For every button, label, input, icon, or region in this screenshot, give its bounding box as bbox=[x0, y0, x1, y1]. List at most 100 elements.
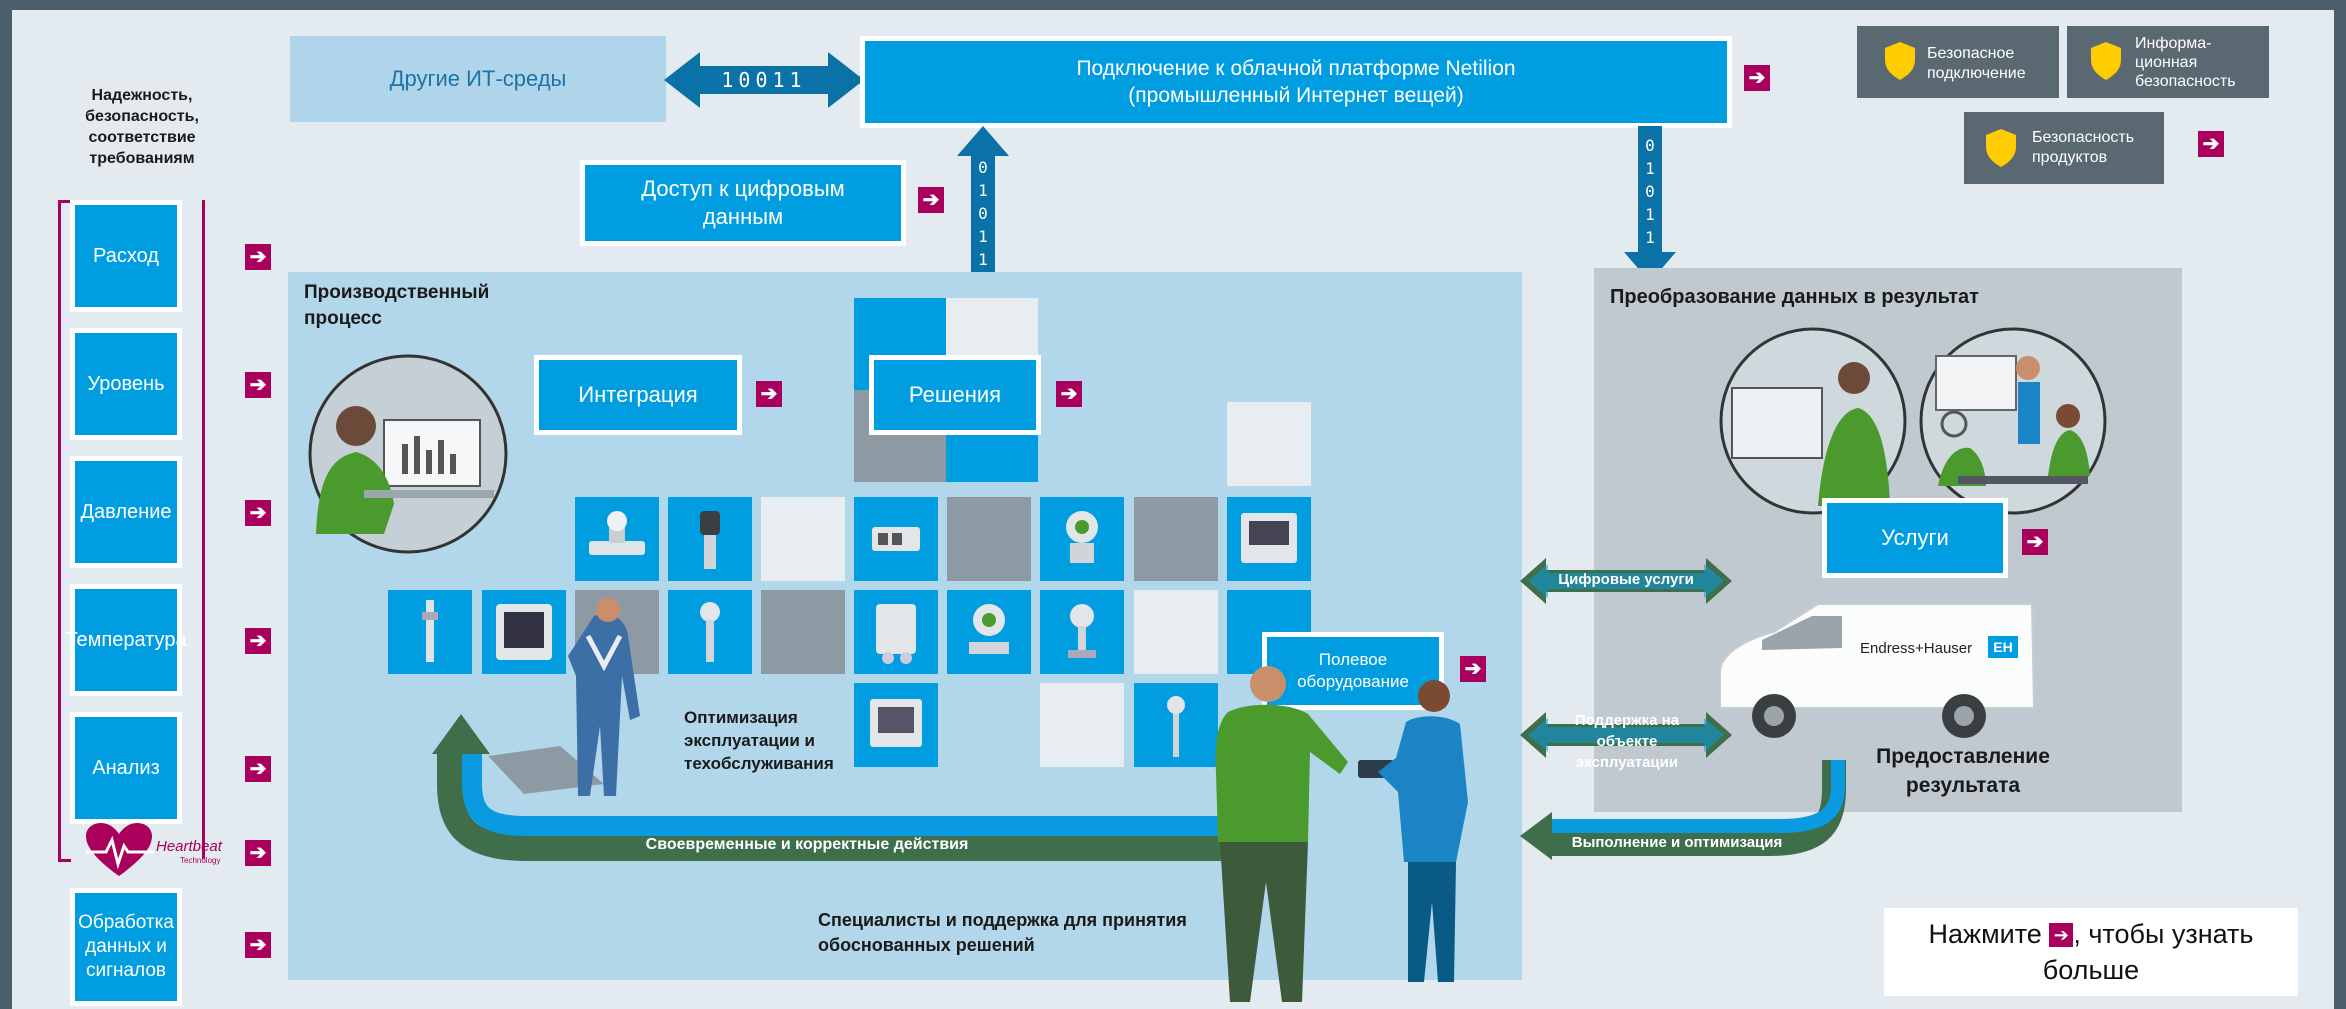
more-arrow-button[interactable]: ➔ bbox=[245, 628, 271, 654]
left-item-label: Уровень bbox=[87, 372, 165, 395]
probe-icon bbox=[700, 602, 720, 662]
grid-tile bbox=[761, 497, 845, 581]
netilion-label: Подключение к облачной платформе Netilio… bbox=[1076, 57, 1516, 107]
results-title: Преобразование данных в результат bbox=[1610, 286, 1979, 308]
flowmeter-icon bbox=[589, 511, 645, 555]
other-it-label: Другие ИТ-среды bbox=[389, 66, 567, 91]
more-arrow-button[interactable]: ➔ bbox=[2198, 131, 2224, 157]
device-tile[interactable] bbox=[482, 590, 566, 674]
digital-access-box[interactable]: Доступ к цифровым данным bbox=[580, 160, 906, 246]
more-arrow-button[interactable]: ➔ bbox=[245, 372, 271, 398]
field-equipment-box[interactable]: Полевое оборудование bbox=[1262, 632, 1444, 710]
shield-icon bbox=[2091, 42, 2121, 80]
binary-digit: 1 bbox=[1645, 159, 1655, 178]
more-arrow-button[interactable]: ➔ bbox=[245, 244, 271, 270]
left-bracket-right bbox=[202, 200, 205, 859]
device-tile[interactable] bbox=[854, 683, 938, 767]
device-tile[interactable] bbox=[854, 590, 938, 674]
meeting-illustration bbox=[1919, 327, 2107, 515]
hint-arrow-icon: ➔ bbox=[2049, 923, 2074, 947]
binary-digit: 1 bbox=[1645, 205, 1655, 224]
solutions-label: Решения bbox=[908, 382, 1002, 407]
netilion-box[interactable]: Подключение к облачной платформе Netilio… bbox=[860, 36, 1732, 128]
security-secure-connection[interactable]: Безопасное подключение bbox=[1857, 26, 2059, 98]
diagram-canvas: Надежность, безопасность, соответствие т… bbox=[12, 10, 2334, 1009]
left-item-label: Анализ bbox=[92, 756, 160, 779]
more-arrow-button[interactable]: ➔ bbox=[245, 500, 271, 526]
panel-display-icon bbox=[870, 699, 922, 747]
left-panel-heading: Надежность, безопасность, соответствие т… bbox=[85, 87, 199, 167]
more-arrow-button[interactable]: ➔ bbox=[1744, 65, 1770, 91]
device-tile[interactable] bbox=[388, 590, 472, 674]
left-item-flow[interactable]: Расход bbox=[70, 200, 182, 312]
hint-pre: Нажмите bbox=[1928, 919, 2042, 949]
binary-v-text-2: 0 1 0 1 1 bbox=[1642, 134, 1658, 249]
left-item-level[interactable]: Уровень bbox=[70, 328, 182, 440]
device-tile[interactable] bbox=[1227, 497, 1311, 581]
solutions-box[interactable]: Решения bbox=[869, 355, 1041, 435]
heartbeat-logo[interactable]: Heartbeat Technology bbox=[84, 822, 234, 880]
grid-tile bbox=[1134, 590, 1218, 674]
security-product[interactable]: Безопасность продуктов bbox=[1964, 112, 2164, 184]
specialists-illustration bbox=[1215, 666, 1468, 1002]
security-info[interactable]: Информа-ционная безопасность bbox=[2067, 26, 2269, 98]
left-item-label: Давление bbox=[80, 500, 172, 523]
security-label: Безопасность продуктов bbox=[2032, 129, 2135, 166]
optimization-label: Оптимизация эксплуатации и техобслуживан… bbox=[684, 708, 834, 773]
device-tile[interactable] bbox=[668, 497, 752, 581]
display-icon bbox=[496, 604, 552, 660]
left-item-analysis[interactable]: Анализ bbox=[70, 712, 182, 824]
device-tile[interactable] bbox=[575, 497, 659, 581]
onsite-support-label: Поддержка на объекте эксплуатации bbox=[1574, 712, 1680, 771]
device-tile[interactable] bbox=[947, 590, 1031, 674]
device-tile[interactable] bbox=[668, 590, 752, 674]
left-item-processing[interactable]: Обработка данных и сигналов bbox=[70, 888, 182, 1006]
integration-box[interactable]: Интеграция bbox=[534, 355, 742, 435]
grid-tile bbox=[1134, 497, 1218, 581]
flow-transmitter-icon bbox=[969, 604, 1009, 654]
heartbeat-logo-text: Heartbeat bbox=[156, 838, 222, 855]
other-it-box[interactable]: Другие ИТ-среды bbox=[290, 36, 666, 122]
grid-tile bbox=[761, 590, 845, 674]
brand-logo-text: Endress+Hauser bbox=[1860, 640, 1973, 657]
binary-digit: 0 bbox=[978, 158, 988, 177]
analyzer-icon bbox=[876, 604, 916, 664]
grid-tile bbox=[1227, 402, 1311, 486]
binary-h-text: 10011 bbox=[721, 68, 807, 92]
security-label: Информа-ционная безопасность bbox=[2135, 35, 2236, 90]
left-bracket bbox=[58, 200, 71, 862]
more-arrow-button[interactable]: ➔ bbox=[918, 187, 944, 213]
up-arrow bbox=[957, 126, 1009, 278]
integration-label: Интеграция bbox=[578, 382, 698, 407]
more-arrow-button[interactable]: ➔ bbox=[1460, 656, 1486, 682]
services-label: Услуги bbox=[1881, 525, 1949, 550]
left-item-temperature[interactable]: Температура bbox=[65, 584, 187, 696]
execution-label: Выполнение и оптимизация bbox=[1571, 834, 1783, 851]
services-box[interactable]: Услуги bbox=[1822, 498, 2008, 578]
device-tile[interactable] bbox=[854, 497, 938, 581]
delivery-label: Предоставление результата bbox=[1876, 745, 2050, 797]
down-arrow bbox=[1624, 126, 1676, 282]
analyst-illustration bbox=[1719, 327, 1907, 515]
more-arrow-button[interactable]: ➔ bbox=[245, 756, 271, 782]
left-item-pressure[interactable]: Давление bbox=[70, 456, 182, 568]
more-arrow-button[interactable]: ➔ bbox=[756, 381, 782, 407]
device-tile[interactable] bbox=[1040, 497, 1124, 581]
more-arrow-button[interactable]: ➔ bbox=[245, 840, 271, 866]
controller-icon bbox=[1241, 513, 1297, 563]
binary-digit: 1 bbox=[1645, 228, 1655, 247]
more-arrow-button[interactable]: ➔ bbox=[1056, 381, 1082, 407]
process-title: Производственный процесс bbox=[304, 282, 490, 329]
more-arrow-button[interactable]: ➔ bbox=[2022, 529, 2048, 555]
grid-tile bbox=[947, 497, 1031, 581]
left-item-label: Расход bbox=[93, 244, 159, 267]
device-tile[interactable] bbox=[1134, 683, 1218, 767]
grid-tile bbox=[1040, 683, 1124, 767]
binary-v-text-1: 0 1 0 1 1 bbox=[975, 156, 991, 271]
field-equipment-label: Полевое оборудование bbox=[1297, 650, 1409, 691]
binary-digit: 0 bbox=[978, 204, 988, 223]
device-tile[interactable] bbox=[1040, 590, 1124, 674]
more-arrow-button[interactable]: ➔ bbox=[245, 932, 271, 958]
security-label: Безопасное подключение bbox=[1927, 45, 2026, 82]
service-van-illustration bbox=[1719, 603, 2036, 738]
